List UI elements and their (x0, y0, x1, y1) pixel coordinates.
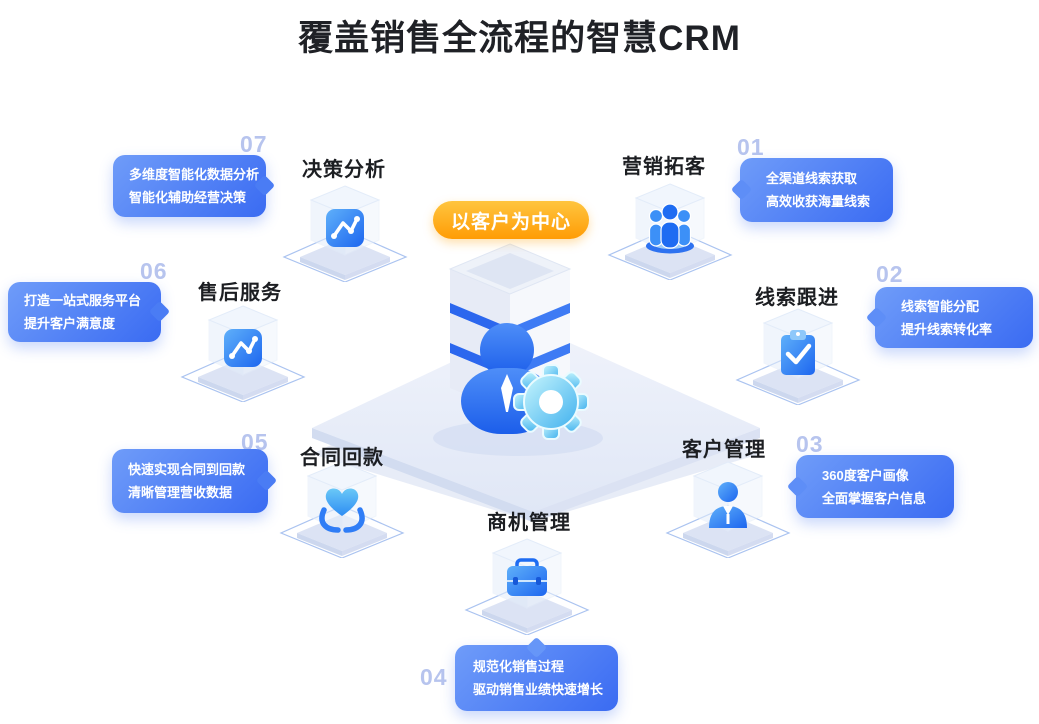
node-01 (607, 180, 733, 281)
node-07 (282, 182, 408, 283)
step-number-04: 04 (420, 664, 448, 690)
callout-02: 线索智能分配 提升线索转化率 (875, 287, 1033, 348)
clipboard-check-icon (781, 330, 815, 375)
callout-03: 360度客户画像 全面掌握客户信息 (796, 455, 954, 518)
page-title: 覆盖销售全流程的智慧CRM (298, 19, 741, 58)
node-02 (735, 305, 861, 406)
gear-icon (513, 364, 589, 440)
heart-hands-icon (319, 488, 365, 533)
step-number-07: 07 (240, 131, 268, 157)
chart-line-icon (326, 209, 364, 247)
customer-icon (709, 482, 747, 528)
center-badge: 以客户为中心 (433, 201, 589, 239)
callout-06: 打造一站式服务平台 提升客户满意度 (8, 282, 161, 342)
node-05 (279, 458, 405, 559)
center-illustration (312, 243, 760, 522)
briefcase-icon (507, 558, 547, 596)
step-number-03: 03 (796, 431, 824, 457)
chart-line-icon (224, 329, 262, 367)
node-07-label: 决策分析 (302, 159, 386, 181)
node-06-label: 售后服务 (198, 282, 282, 304)
callout-05: 快速实现合同到回款 清晰管理营收数据 (112, 449, 268, 513)
node-05-label: 合同回款 (300, 447, 384, 469)
node-03-label: 客户管理 (682, 439, 766, 461)
node-02-label: 线索跟进 (755, 287, 839, 309)
callout-01: 全渠道线索获取 高效收获海量线索 (740, 158, 893, 222)
node-04-label: 商机管理 (487, 512, 571, 534)
team-icon (646, 203, 694, 254)
step-number-02: 02 (876, 261, 904, 287)
node-04 (464, 535, 590, 636)
callout-04: 规范化销售过程 驱动销售业绩快速增长 (455, 645, 618, 711)
step-number-06: 06 (140, 258, 168, 284)
step-number-01: 01 (737, 134, 765, 160)
node-01-label: 营销拓客 (622, 156, 706, 178)
callout-07: 多维度智能化数据分析 智能化辅助经营决策 (113, 155, 266, 217)
node-06 (180, 302, 306, 403)
node-03 (665, 458, 791, 559)
